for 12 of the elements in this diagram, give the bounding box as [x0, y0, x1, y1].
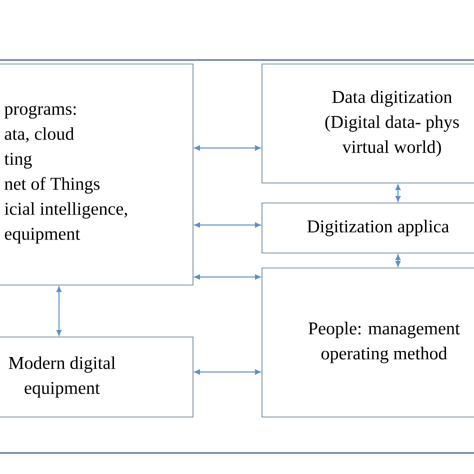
text-box: Digitization applica: [262, 202, 474, 254]
arrow: [194, 369, 261, 375]
arrow: [194, 145, 261, 151]
text-box: Modern digital equipment: [0, 336, 194, 418]
text-box: programs: ata, cloud ting net of Things icial intelligence, equipment: [0, 64, 194, 286]
arrow: [56, 286, 62, 336]
arrow: [395, 254, 401, 267]
text-box: People: management operating method: [262, 268, 474, 418]
arrow: [395, 184, 401, 202]
text-box: Data digitization (Digital data- phys virtual world): [262, 64, 474, 184]
arrow: [194, 222, 261, 228]
arrow: [194, 274, 261, 280]
